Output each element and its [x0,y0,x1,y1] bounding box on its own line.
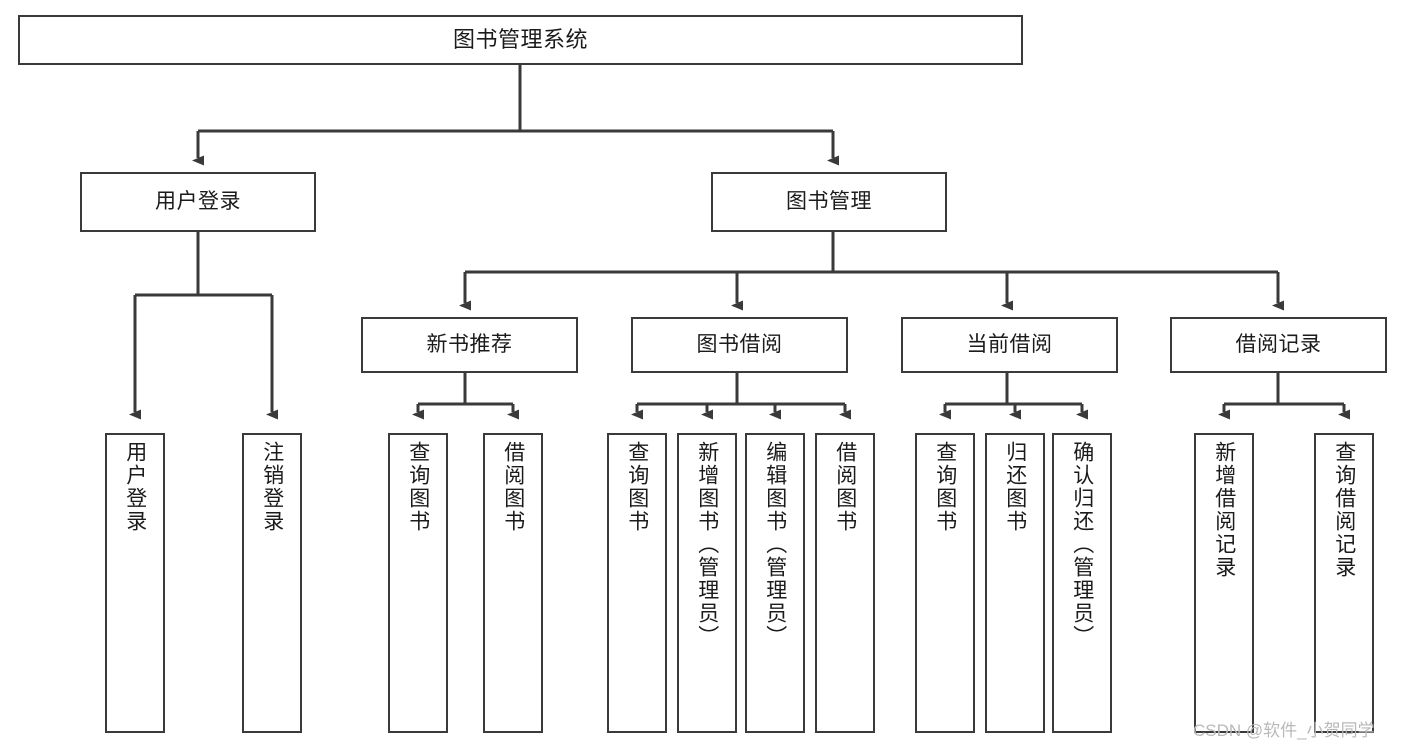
node-leaf-query-book-recommend[interactable]: 查询图书 [388,433,448,733]
node-label: 新增借阅记录 [1212,441,1236,579]
node-label: 图书借阅 [696,332,783,356]
node-leaf-query-book-borrow[interactable]: 查询图书 [607,433,667,733]
node-label: 编辑图书（管理员） [763,441,787,648]
node-leaf-return-book[interactable]: 归还图书 [985,433,1045,733]
node-leaf-borrow-book-recommend[interactable]: 借阅图书 [483,433,543,733]
node-label: 查询图书 [625,441,649,533]
node-label: 新书推荐 [426,332,513,356]
node-leaf-user-login[interactable]: 用户登录 [105,433,165,733]
node-label: 借阅图书 [501,441,525,533]
node-user-login[interactable]: 用户登录 [80,172,316,232]
node-label: 图书管理系统 [452,27,588,53]
node-label: 借阅记录 [1235,332,1322,356]
node-leaf-add-book-admin[interactable]: 新增图书（管理员） [677,433,737,733]
node-leaf-add-borrow-record[interactable]: 新增借阅记录 [1194,433,1254,733]
node-label: 注销登录 [260,441,284,533]
node-leaf-borrow-book[interactable]: 借阅图书 [815,433,875,733]
node-leaf-query-borrow-record[interactable]: 查询借阅记录 [1314,433,1374,733]
node-book-management[interactable]: 图书管理 [711,172,947,232]
node-book-borrow[interactable]: 图书借阅 [631,317,848,373]
node-leaf-confirm-return-admin[interactable]: 确认归还（管理员） [1052,433,1112,733]
node-borrow-record[interactable]: 借阅记录 [1170,317,1387,373]
node-current-borrow[interactable]: 当前借阅 [901,317,1118,373]
node-label: 查询借阅记录 [1332,441,1356,579]
node-root-system[interactable]: 图书管理系统 [18,15,1023,65]
node-label: 查询图书 [406,441,430,533]
node-leaf-edit-book-admin[interactable]: 编辑图书（管理员） [745,433,805,733]
node-label: 新增图书（管理员） [695,441,719,648]
node-label: 用户登录 [123,441,147,533]
node-label: 归还图书 [1003,441,1027,533]
node-label: 确认归还（管理员） [1070,441,1094,648]
node-leaf-query-book-current[interactable]: 查询图书 [915,433,975,733]
node-label: 用户登录 [155,189,241,213]
node-label: 图书管理 [786,189,872,213]
node-label: 当前借阅 [966,332,1053,356]
node-new-book-recommend[interactable]: 新书推荐 [361,317,578,373]
node-label: 借阅图书 [833,441,857,533]
node-label: 查询图书 [933,441,957,533]
node-leaf-logout[interactable]: 注销登录 [242,433,302,733]
